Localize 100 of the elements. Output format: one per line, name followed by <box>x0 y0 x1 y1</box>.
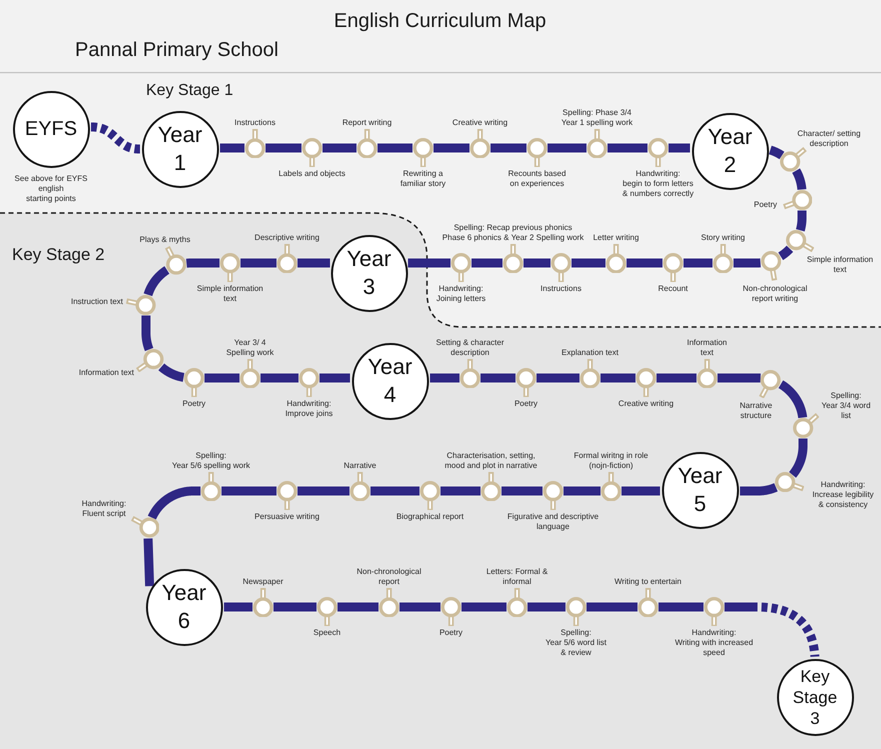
station-marker <box>276 480 298 510</box>
station-marker <box>712 244 734 274</box>
topic-label: Simple information text <box>196 284 264 304</box>
topic-label: Spelling: Year 3/4 word list <box>821 391 871 421</box>
station-marker <box>502 244 524 274</box>
topic-label: Creative writing <box>618 398 674 408</box>
title: English Curriculum Map <box>334 10 546 33</box>
topic-label: Handwriting: Increase legibility & consistency <box>812 480 874 510</box>
stage-name: Key Stage 3 <box>792 666 838 728</box>
station-marker <box>759 370 782 398</box>
topic-label: Plays & myths <box>140 235 190 245</box>
station-marker <box>244 128 266 158</box>
topic-label: Instructions <box>234 118 276 128</box>
station-marker <box>638 588 658 618</box>
topic-label: Characterisation, setting, mood and plot in narrative <box>444 450 538 470</box>
station-marker <box>356 128 378 158</box>
stage-name: Year 1 <box>158 121 202 177</box>
topic-label: Instructions <box>540 284 582 294</box>
key-stage-label: Key Stage 2 <box>12 245 105 265</box>
topic-label: Letter writing <box>593 232 639 242</box>
topic-label: Recount <box>658 284 688 294</box>
station-marker <box>350 472 370 502</box>
school-name: Pannal Primary School <box>75 39 278 62</box>
station-marker <box>298 368 320 398</box>
topic-label: Figurative and descriptive language <box>507 512 599 532</box>
station-marker <box>516 368 536 398</box>
stage-name: Year 3 <box>346 245 392 301</box>
topic-label: Poetry <box>754 200 777 210</box>
station-marker <box>220 252 240 282</box>
topic-label: Non-chronological report <box>356 566 422 586</box>
topic-label: Rewriting a familiar story <box>400 168 446 188</box>
stage-name: Year 4 <box>368 353 412 409</box>
topic-label: Persuasive writing <box>254 512 320 522</box>
station-marker <box>550 252 572 282</box>
topic-label: Biographical report <box>396 512 464 522</box>
topic-label: Spelling: Year 5/6 word list & review <box>545 628 607 658</box>
station-marker <box>662 252 684 282</box>
topic-label: Handwriting: begin to form letters & numbers correctly <box>622 168 694 198</box>
topic-label: Explanation text <box>562 348 618 358</box>
topic-label: Handwriting: Writing with increased speed <box>674 628 754 658</box>
station-marker <box>696 358 718 388</box>
topic-label: Information text <box>686 338 728 358</box>
station-marker <box>636 368 656 398</box>
topic-label: Character/ setting description <box>797 129 861 149</box>
key-stage-label: Key Stage 1 <box>146 82 234 100</box>
topic-label: Simple information text <box>806 255 874 275</box>
topic-label: Information text <box>78 368 134 378</box>
note-text: See above for EYFS english starting points <box>14 174 88 204</box>
topic-label: Descriptive writing <box>254 232 320 242</box>
topic-label: Letters: Formal & informal <box>486 566 548 586</box>
route-line <box>766 146 786 160</box>
station-marker <box>542 480 564 510</box>
route-line <box>776 244 794 261</box>
station-marker <box>780 147 807 172</box>
topic-label: Narrative <box>344 460 376 470</box>
station-marker <box>126 294 156 316</box>
topic-label: Handwriting: Improve joins <box>285 398 333 418</box>
topic-label: Writing to entertain <box>614 576 682 586</box>
topic-label: Poetry <box>182 398 206 408</box>
station-marker <box>252 588 274 618</box>
station-marker <box>786 230 814 252</box>
station-marker <box>412 138 434 168</box>
topic-label: Instruction text <box>70 297 123 307</box>
station-marker <box>792 412 820 438</box>
topic-label: Non-chronological report writing <box>742 284 808 304</box>
station-marker <box>240 358 260 388</box>
topic-label: Spelling: Phase 3/4 Year 1 spelling work <box>561 108 633 128</box>
route-line <box>144 266 172 299</box>
station-marker <box>130 516 160 538</box>
station-marker <box>302 138 322 168</box>
topic-label: Speech <box>313 628 341 638</box>
topic-label: Poetry <box>439 628 463 638</box>
station-marker <box>460 358 480 388</box>
topic-label: Setting & character description <box>436 338 504 358</box>
station-marker <box>580 358 600 388</box>
station-marker <box>378 588 400 618</box>
topic-label: Story writing <box>701 232 745 242</box>
station-marker <box>506 588 528 618</box>
topic-label: Report writing <box>342 118 392 128</box>
topic-label: Poetry <box>514 398 538 408</box>
station-marker <box>136 348 164 372</box>
topic-label: Year 3/ 4 Spelling work <box>226 338 274 358</box>
stage-name: Year 5 <box>678 462 722 518</box>
station-marker <box>184 368 204 398</box>
stage-name: Year 6 <box>162 579 206 635</box>
topic-label: Narrative structure <box>740 401 772 421</box>
station-marker <box>470 128 490 158</box>
station-marker <box>420 480 440 510</box>
station-marker <box>200 472 222 502</box>
station-marker <box>450 252 472 282</box>
topic-label: Newspaper <box>242 576 284 586</box>
topic-label: Formal wiritng in role (nojn-fiction) <box>574 450 648 470</box>
station-marker <box>586 128 608 158</box>
station-marker <box>316 596 338 626</box>
station-marker <box>440 596 462 626</box>
topic-label: Spelling: Year 5/6 spelling work <box>172 450 250 470</box>
station-marker <box>164 246 186 276</box>
stage-name: EYFS <box>24 117 78 141</box>
topic-label: Creative writing <box>452 118 508 128</box>
topic-label: Handwriting: Joining letters <box>436 284 486 304</box>
